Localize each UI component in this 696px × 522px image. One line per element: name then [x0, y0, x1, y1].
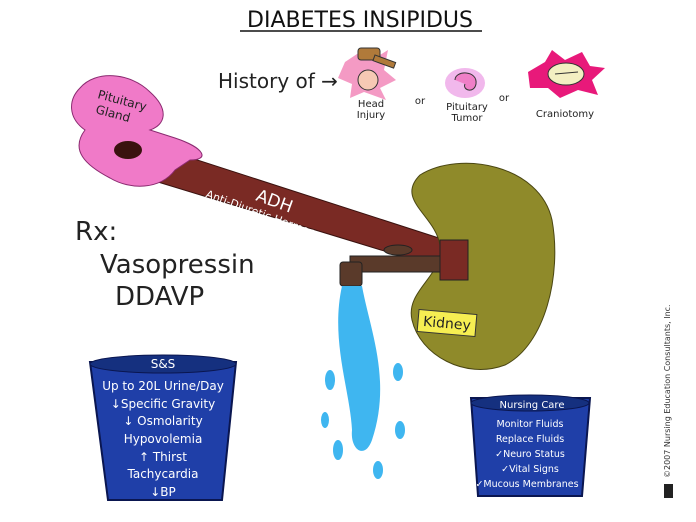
signs-list: Up to 20L Urine/Day ↓Specific Gravity ↓ …: [102, 379, 224, 499]
nursing-list: Monitor Fluids Replace Fluids ✓Neuro Sta…: [475, 419, 578, 490]
nursing-item: Monitor Fluids: [497, 419, 564, 430]
cause-pituitary-tumor-line2: Tumor: [451, 113, 484, 124]
or-separator: or: [415, 96, 426, 107]
signs-item: ↓BP: [150, 485, 176, 499]
rx-drug-vasopressin: Vasopressin: [100, 250, 255, 280]
kidney-label: Kidney: [422, 314, 471, 334]
gland-hole: [114, 141, 142, 159]
pituitary-tumor-icon: [445, 68, 485, 98]
rx-drug-ddavp: DDAVP: [115, 282, 204, 312]
signs-item: Hypovolemia: [124, 432, 203, 446]
nursing-heading: Nursing Care: [500, 400, 565, 411]
faucet-icon: [339, 239, 469, 287]
copyright: ©2007 Nursing Education Consultants, Inc…: [663, 304, 672, 478]
signs-heading: S&S: [151, 357, 176, 371]
pituitary-gland: [71, 75, 203, 187]
water-stream: [321, 286, 405, 479]
nursing-item: ✓Vital Signs: [501, 464, 559, 475]
signs-item: ↓ Osmolarity: [123, 414, 202, 428]
or-separator: or: [499, 93, 510, 104]
kidney-label-box: [416, 308, 478, 338]
cause-head-injury-line2: Injury: [357, 110, 386, 121]
cause-pituitary-tumor-line1: Pituitary: [446, 102, 488, 113]
nursing-item: ✓Neuro Status: [495, 449, 565, 460]
cause-craniotomy: Craniotomy: [536, 109, 594, 120]
signs-item: ↑ Thirst: [139, 450, 187, 464]
craniotomy-icon: [528, 50, 605, 98]
signs-item: Tachycardia: [127, 467, 199, 481]
nursing-item: ✓Mucous Membranes: [475, 479, 578, 490]
signs-item: Up to 20L Urine/Day: [102, 379, 224, 393]
rx-heading: Rx:: [75, 217, 117, 247]
signs-item: ↓Specific Gravity: [111, 397, 215, 411]
head-injury-icon: [338, 47, 397, 100]
nursing-bucket-rim: [470, 394, 590, 412]
nursing-item: Replace Fluids: [496, 434, 564, 445]
history-label: History of →: [218, 69, 338, 93]
title: DIABETES INSIPIDUS: [247, 8, 473, 33]
signs-bucket-rim: [89, 354, 237, 374]
publisher-logo: [664, 484, 673, 498]
cause-head-injury-line1: Head: [358, 99, 384, 110]
